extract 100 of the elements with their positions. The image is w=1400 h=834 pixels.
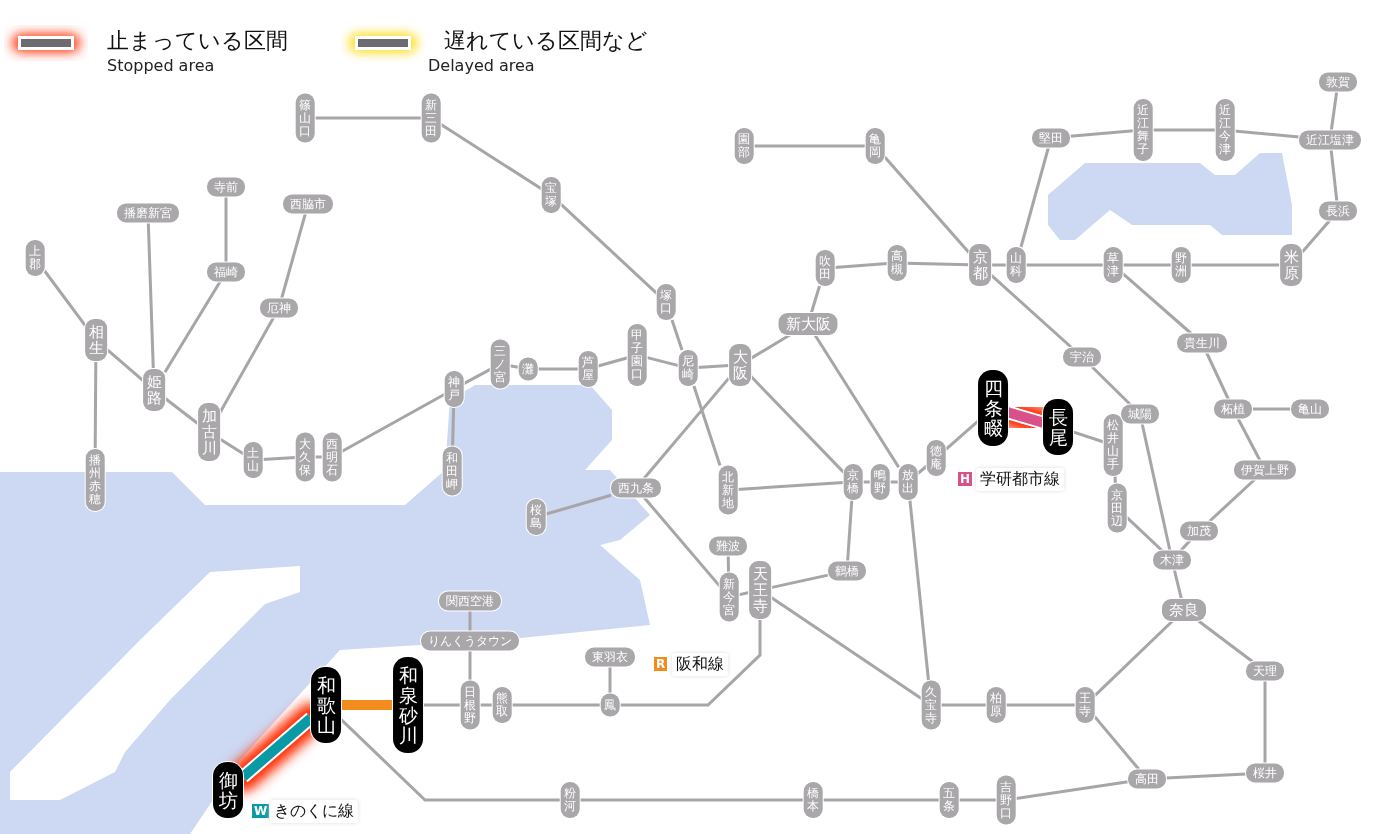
station-label: 北新地 bbox=[718, 465, 738, 515]
station-label: 新三田 bbox=[421, 93, 441, 143]
station-label: 近江塩津 bbox=[1299, 130, 1361, 150]
rail-line bbox=[1205, 351, 1230, 401]
stopped-station-label: 御坊 bbox=[213, 762, 243, 818]
station-label: 京田辺 bbox=[1107, 483, 1127, 533]
station-label: 三ノ宮 bbox=[490, 339, 510, 389]
station-label: 高槻 bbox=[887, 245, 907, 281]
station-label: 吹田 bbox=[815, 250, 835, 286]
station-label: 近江舞子 bbox=[1133, 99, 1153, 161]
station-label: 敦賀 bbox=[1319, 72, 1357, 92]
rail-line bbox=[737, 481, 844, 491]
station-label: 鴫野 bbox=[870, 464, 890, 500]
station-label: 日根野 bbox=[460, 680, 480, 730]
rail-line bbox=[1197, 619, 1254, 663]
station-label: 京都 bbox=[969, 244, 991, 286]
station-label: 播州赤穂 bbox=[85, 449, 105, 511]
rail-line bbox=[146, 222, 155, 370]
rail-line bbox=[314, 116, 422, 120]
station-label: 新大阪 bbox=[778, 313, 838, 335]
rail-line bbox=[1152, 128, 1216, 132]
rail-line bbox=[940, 703, 987, 707]
rail-line bbox=[749, 375, 845, 474]
rail-line bbox=[1093, 715, 1141, 771]
rail-line bbox=[908, 499, 930, 681]
station-label: 伊賀上野 bbox=[1234, 460, 1296, 480]
rail-line bbox=[1300, 219, 1331, 254]
station-label: 桜島 bbox=[526, 499, 546, 535]
rail-line bbox=[813, 334, 900, 469]
rail-line bbox=[596, 356, 629, 368]
rail-line bbox=[1208, 478, 1256, 523]
station-label: 寺前 bbox=[207, 177, 245, 197]
station-label: 京橋 bbox=[843, 464, 863, 500]
rail-line bbox=[163, 280, 222, 373]
rail-line bbox=[1172, 569, 1183, 600]
station-label: 西脇市 bbox=[283, 194, 333, 214]
station-label: 和田岬 bbox=[442, 446, 462, 496]
rail-line bbox=[439, 122, 543, 191]
station-label: 西九条 bbox=[611, 478, 661, 498]
legend-subtitle: Stopped area bbox=[107, 56, 215, 75]
rail-line bbox=[619, 619, 762, 707]
station-label: 加茂 bbox=[1180, 521, 1218, 541]
rail-line bbox=[468, 610, 472, 632]
rail-line bbox=[645, 355, 680, 368]
rail-line bbox=[219, 437, 245, 456]
stopped-station-label: 長尾 bbox=[1043, 399, 1073, 455]
rail-line bbox=[1025, 263, 1104, 267]
rail-line bbox=[809, 285, 821, 314]
station-label: 五条 bbox=[939, 782, 959, 818]
station-label: 天王寺 bbox=[749, 561, 771, 619]
rail-line bbox=[958, 798, 997, 802]
station-label: 城陽 bbox=[1121, 404, 1159, 424]
rail-line bbox=[753, 144, 866, 148]
station-label: 難波 bbox=[709, 536, 747, 556]
rail-line bbox=[468, 650, 472, 681]
station-label: 熊取 bbox=[492, 687, 512, 723]
station-label: 柘植 bbox=[1214, 399, 1252, 419]
station-label: 徳庵 bbox=[926, 440, 946, 476]
stopped-rail-line bbox=[341, 700, 393, 710]
line-name-label: 学研都市線 bbox=[976, 468, 1064, 491]
rail-line bbox=[1234, 129, 1300, 139]
station-label: 草津 bbox=[1103, 247, 1123, 283]
station-label: 長浜 bbox=[1319, 201, 1357, 221]
station-label: 奈良 bbox=[1162, 599, 1206, 621]
station-label: 西明石 bbox=[322, 432, 342, 482]
legend-subtitle: Delayed area bbox=[428, 56, 535, 75]
station-label: 堅田 bbox=[1032, 128, 1070, 148]
rail-line bbox=[537, 367, 579, 371]
legend-label: 止まっている区間 bbox=[107, 27, 288, 55]
station-label: 近江今津 bbox=[1215, 99, 1235, 161]
rail-line bbox=[1090, 365, 1132, 406]
rail-line bbox=[511, 703, 601, 707]
station-label: 山科 bbox=[1006, 247, 1026, 283]
rail-line bbox=[1140, 423, 1172, 551]
rail-line bbox=[770, 573, 829, 590]
line-name-label: きのくに線 bbox=[270, 800, 358, 823]
rail-line bbox=[670, 319, 684, 351]
station-label: 姫路 bbox=[143, 369, 165, 411]
station-label: 柏原 bbox=[986, 687, 1006, 723]
station-label: 厄神 bbox=[260, 298, 298, 318]
rail-line bbox=[697, 364, 730, 369]
station-label: 大阪 bbox=[729, 344, 751, 386]
station-label: 関西空港 bbox=[439, 591, 501, 611]
station-label: 神戸 bbox=[444, 371, 464, 407]
rail-line bbox=[262, 456, 296, 461]
station-label: 亀山 bbox=[1291, 399, 1329, 419]
rail-line bbox=[834, 262, 888, 269]
station-label: 加古川 bbox=[198, 403, 220, 461]
line-code-badge: H bbox=[958, 472, 973, 486]
station-label: 土山 bbox=[243, 442, 263, 478]
line-name-label: 阪和線 bbox=[672, 653, 728, 676]
station-label: 桜井 bbox=[1246, 763, 1284, 783]
rail-line bbox=[1122, 263, 1172, 267]
station-label: 鳳 bbox=[600, 693, 620, 717]
rail-line bbox=[1329, 149, 1339, 202]
station-label: 塚口 bbox=[656, 284, 676, 320]
legend-label: 遅れている区間など bbox=[444, 27, 648, 55]
station-label: 宝塚 bbox=[541, 177, 561, 213]
station-label: 尼崎 bbox=[678, 350, 698, 386]
station-label: 米原 bbox=[1280, 244, 1302, 286]
